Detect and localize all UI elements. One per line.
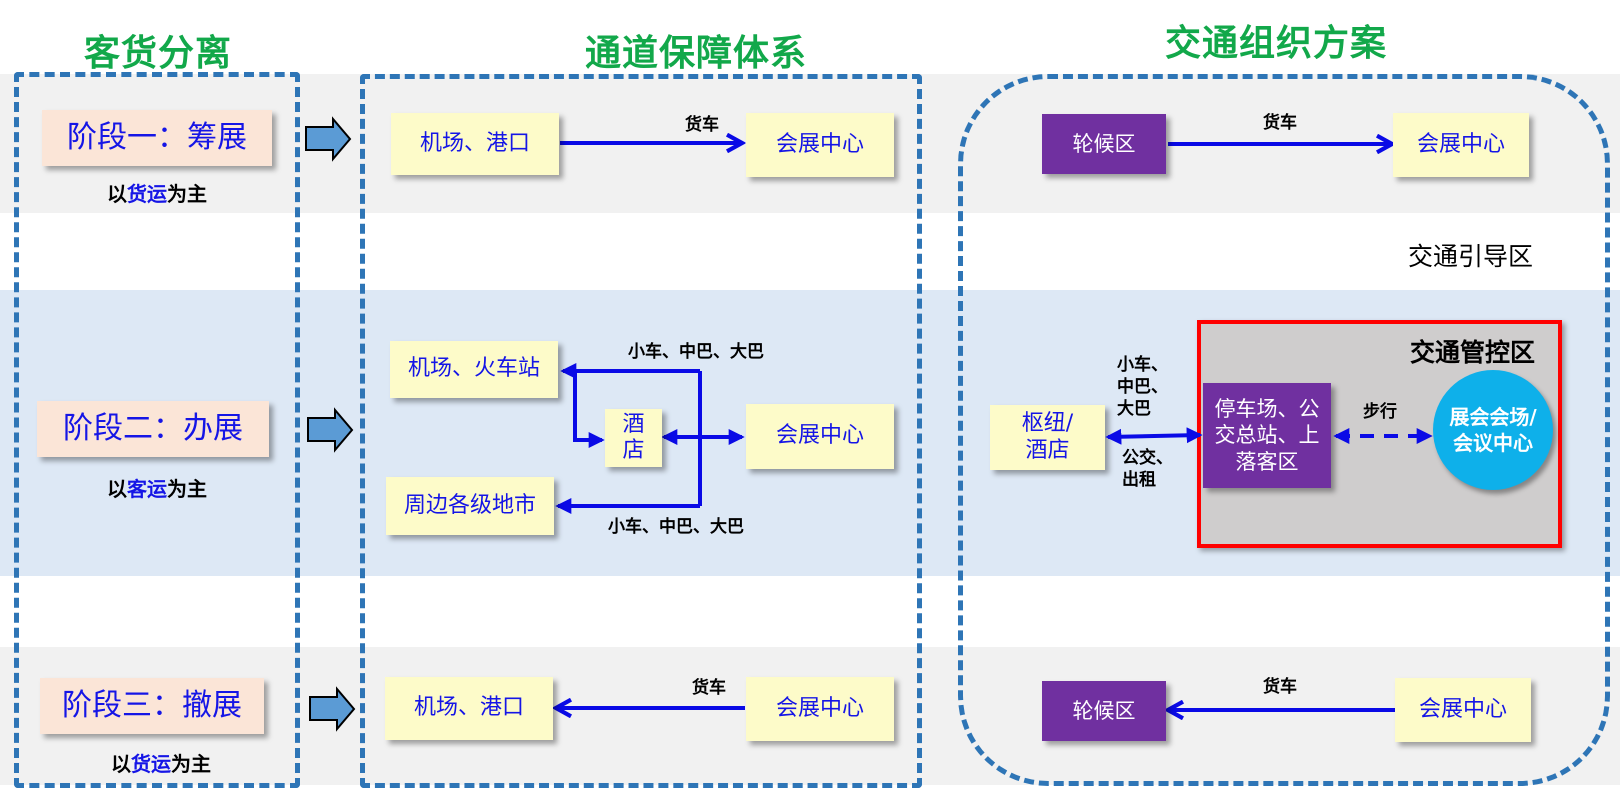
block-arrow-stage2-icon: [307, 407, 354, 453]
channel-mode-top: 小车、中巴、大巴: [628, 342, 764, 362]
column-title-separation: 客货分离: [84, 33, 233, 74]
channel-row1-destination: 会展中心: [746, 113, 894, 177]
channel-mode-bottom: 小车、中巴、大巴: [608, 517, 744, 537]
org-mode-upper: 小车、 中巴、 大巴: [1117, 355, 1168, 420]
org-row1-center: 会展中心: [1393, 113, 1529, 177]
org-row3-center: 会展中心: [1395, 678, 1531, 742]
guidance-zone-label: 交通引导区: [1408, 242, 1534, 271]
channel-row1-mode: 货车: [685, 115, 719, 135]
org-row3-waiting-area: 轮候区: [1042, 681, 1166, 741]
control-zone-label: 交通管控区: [1410, 338, 1536, 367]
channel-row3-destination: 机场、港口: [385, 677, 553, 740]
channel-container: [360, 74, 922, 788]
stage-2-subtitle: 以客运为主: [42, 473, 272, 502]
subtitle-highlight: 货运: [127, 182, 167, 206]
subtitle-prefix: 以: [107, 182, 127, 206]
block-arrow-stage1-icon: [305, 116, 352, 162]
org-mode-lower: 公交、 出租: [1122, 448, 1173, 491]
stage-3-title: 阶段三：撤展: [40, 678, 264, 734]
organization-container: [958, 74, 1610, 786]
subtitle-suffix: 为主: [167, 477, 207, 501]
subtitle-highlight: 客运: [127, 477, 167, 501]
column-title-organization: 交通组织方案: [1165, 23, 1388, 64]
subtitle-suffix: 为主: [167, 182, 207, 206]
channel-airport-rail: 机场、火车站: [390, 341, 558, 398]
channel-hotel: 酒 店: [605, 409, 662, 467]
subtitle-highlight: 货运: [131, 752, 171, 776]
channel-cities: 周边各级地市: [386, 477, 554, 535]
org-venue: 展会会场/ 会议中心: [1433, 370, 1553, 490]
org-hub-hotel: 枢纽/ 酒店: [990, 405, 1105, 470]
stage-1-subtitle: 以货运为主: [42, 178, 272, 207]
channel-row3-mode: 货车: [692, 678, 726, 698]
subtitle-prefix: 以: [111, 752, 131, 776]
stage-3-subtitle: 以货运为主: [46, 748, 276, 777]
stage-1-title: 阶段一：筹展: [42, 110, 272, 166]
channel-center: 会展中心: [746, 404, 894, 469]
block-arrow-stage3-icon: [309, 686, 356, 732]
org-row1-waiting-area: 轮候区: [1042, 114, 1166, 174]
org-row1-mode: 货车: [1263, 113, 1297, 133]
channel-row3-origin: 会展中心: [746, 677, 894, 741]
stage-2-title: 阶段二：办展: [37, 401, 269, 457]
subtitle-prefix: 以: [107, 477, 127, 501]
subtitle-suffix: 为主: [171, 752, 211, 776]
column-title-channel: 通道保障体系: [585, 33, 808, 74]
org-row3-mode: 货车: [1263, 677, 1297, 697]
separation-container: [14, 72, 300, 788]
channel-route-to-hotel: [573, 371, 605, 448]
org-walk-label: 步行: [1363, 402, 1397, 422]
org-parking-transit-dropoff: 停车场、公 交总站、上 落客区: [1203, 383, 1331, 488]
channel-row1-origin: 机场、港口: [391, 113, 559, 175]
